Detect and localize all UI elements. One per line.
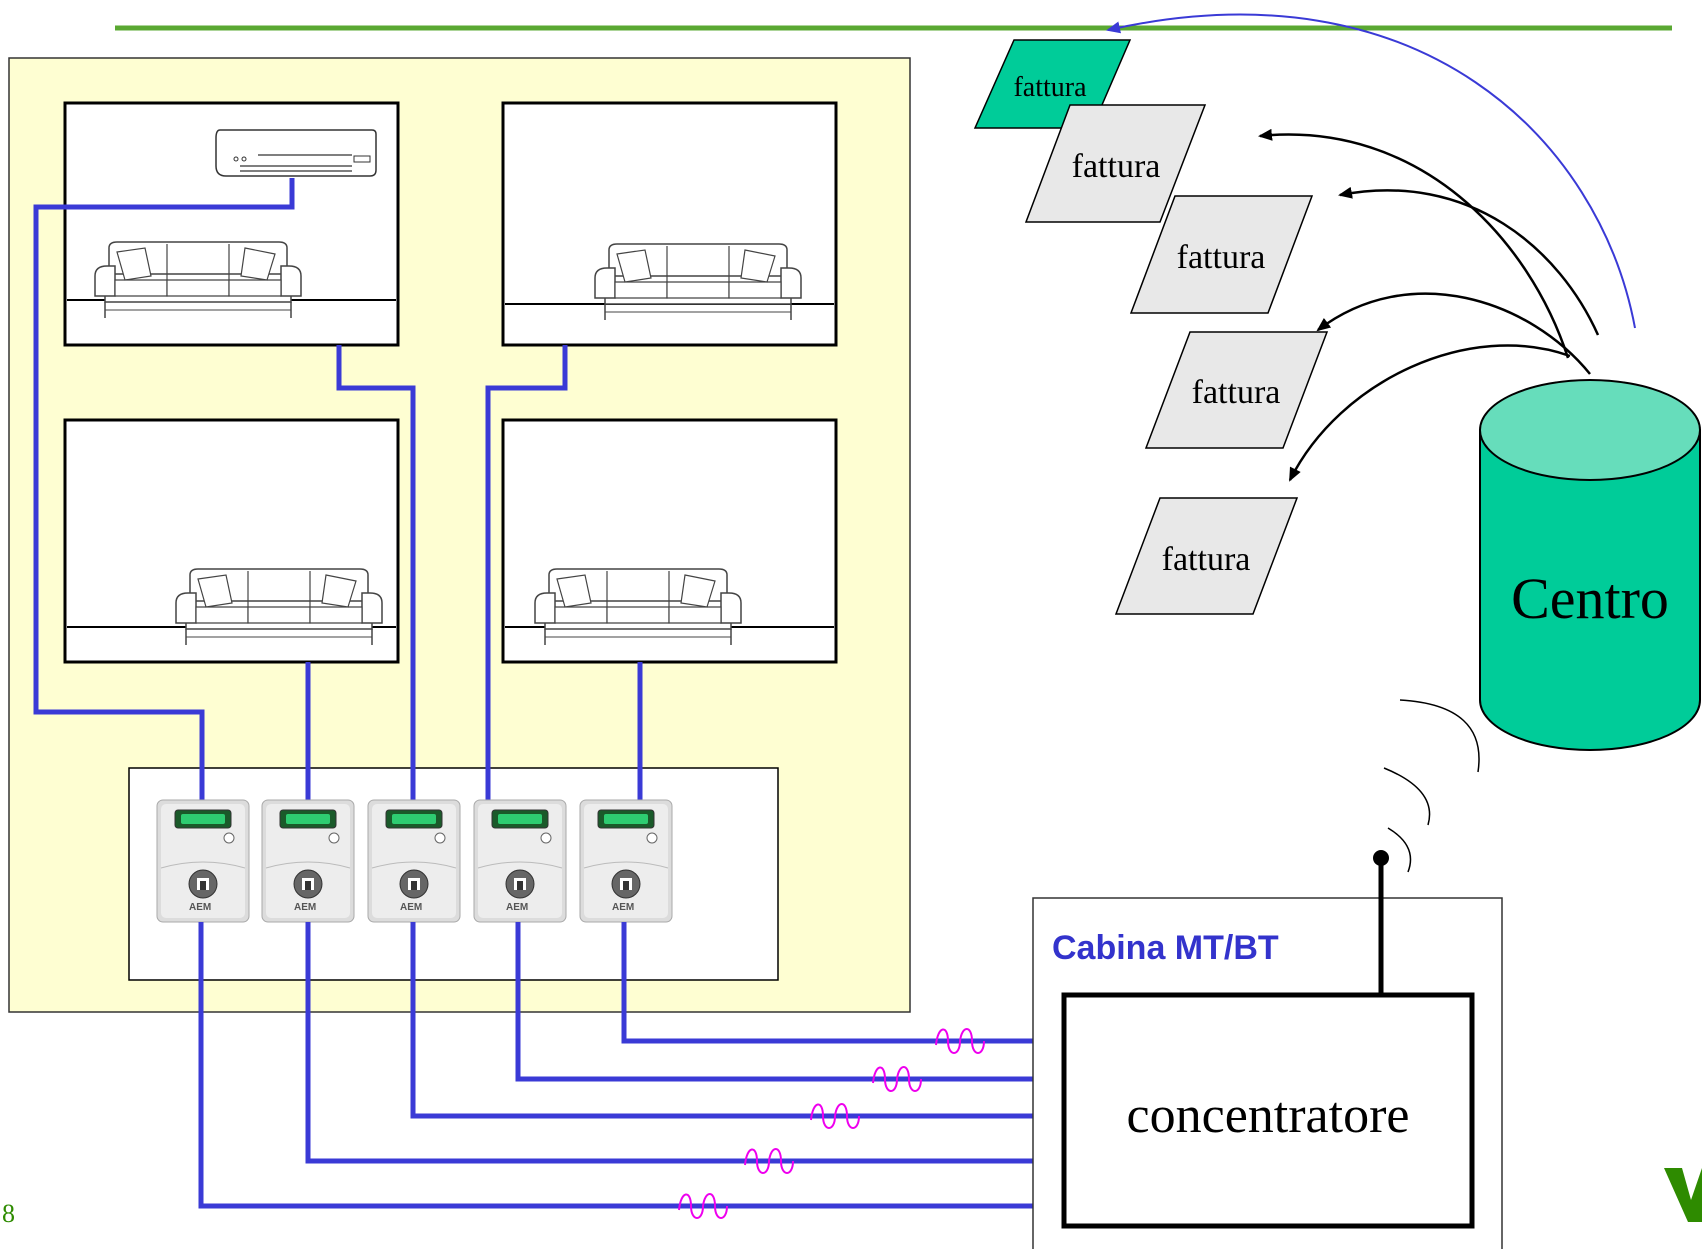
meter-brand-label: AEM — [189, 902, 211, 913]
meter-brand-label: AEM — [294, 902, 316, 913]
meter-brand-label: AEM — [506, 902, 528, 913]
invoice-label: fattura — [1192, 374, 1281, 411]
invoice-label: fattura — [1013, 72, 1087, 103]
invoice-5: fattura — [1116, 498, 1297, 614]
centro-label: Centro — [1511, 566, 1669, 631]
apartment-bottom-right — [503, 420, 836, 662]
centro-database-cylinder — [1480, 380, 1700, 750]
air-conditioner-icon — [216, 130, 376, 176]
apartment-bottom-left — [65, 420, 398, 662]
meter-brand-label: AEM — [612, 902, 634, 913]
apartment-top-right — [503, 103, 836, 345]
invoice-4: fattura — [1146, 332, 1327, 448]
cabin-label: Cabina MT/BT — [1052, 929, 1279, 967]
invoice-label: fattura — [1072, 148, 1161, 185]
invoice-label: fattura — [1162, 541, 1251, 578]
antenna-tip — [1373, 850, 1389, 866]
plc-signal-waves — [679, 1029, 984, 1218]
radio-waves-icon — [1384, 700, 1479, 872]
concentrator-label: concentratore — [1127, 1087, 1410, 1144]
page-number: 8 — [2, 1199, 15, 1228]
logo-fragment-icon — [1664, 1168, 1702, 1222]
meter-brand-label: AEM — [400, 902, 422, 913]
invoice-label: fattura — [1177, 239, 1266, 276]
